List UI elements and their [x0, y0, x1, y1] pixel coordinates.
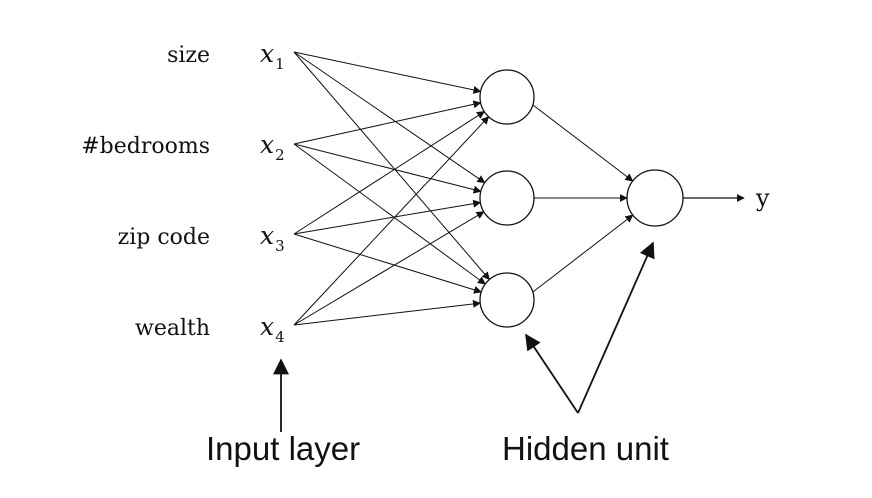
edge-hidden-1-output — [528, 101, 634, 182]
hidden-node-1 — [479, 69, 535, 125]
feature-label-bedrooms: #bedrooms — [81, 134, 210, 159]
edge-x4-hidden-2 — [293, 211, 485, 326]
input-node-x3: x3 — [260, 221, 285, 255]
edge-x2-hidden-2 — [293, 143, 482, 194]
hidden-unit-pointer-arrow-right — [577, 241, 655, 414]
input-node-x2: x2 — [260, 130, 285, 164]
hidden-unit-caption: Hidden unit — [502, 430, 669, 467]
input-layer-caption: Input layer — [206, 430, 361, 467]
edge-x1-hidden-3 — [293, 51, 490, 281]
edge-x3-hidden-2 — [293, 199, 482, 235]
feature-label-wealth: wealth — [135, 316, 210, 341]
feature-label-zip-code: zip code — [118, 225, 210, 250]
edge-hidden-3-output — [528, 214, 634, 296]
hidden-node-2 — [479, 170, 535, 226]
edge-x4-hidden-3 — [293, 299, 481, 326]
edge-x2-hidden-1 — [293, 100, 482, 145]
hidden-node-3 — [479, 272, 535, 328]
feature-label-size: size — [167, 43, 210, 68]
input-node-x1: x1 — [260, 39, 285, 73]
input-node-x4: x4 — [260, 312, 285, 346]
edge-x3-hidden-1 — [293, 111, 485, 235]
edge-x1-hidden-1 — [293, 51, 482, 94]
output-node — [626, 169, 684, 227]
connection-edges — [293, 51, 634, 326]
edge-x2-hidden-3 — [293, 143, 486, 285]
edge-x3-hidden-3 — [293, 233, 482, 294]
output-label-y: y — [755, 184, 770, 212]
edge-x1-hidden-2 — [293, 51, 486, 184]
edge-x4-hidden-1 — [293, 116, 490, 326]
hidden-unit-pointer-arrow-left — [525, 333, 579, 414]
